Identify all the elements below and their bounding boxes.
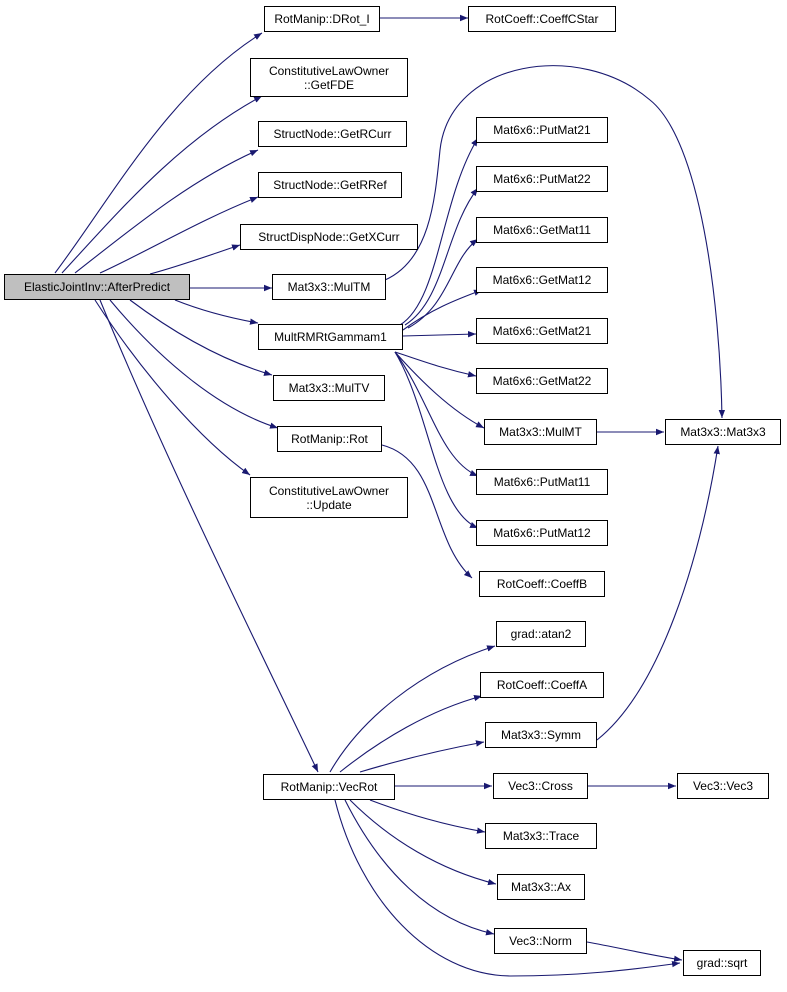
edge-vecrot-coeffa [339,694,483,773]
edge-multrmrt-getmat21 [402,331,477,338]
edge-vecrot-trace [369,799,486,834]
edge-root-update [94,299,251,476]
node-label: Mat6x6::PutMat11 [493,475,591,489]
edge-multrmrt-putmat22 [404,187,479,326]
edge-vecrot-atan2 [329,645,496,773]
node-label: Mat6x6::GetMat21 [492,324,592,338]
edge-symm-mat3x3 [596,445,720,741]
node-vec3-norm[interactable]: Vec3::Norm [494,928,587,954]
node-label: Mat6x6::PutMat12 [493,526,591,540]
node-elasticjointinv-afterpredict[interactable]: ElasticJointInv::AfterPredict [4,274,190,300]
edge-multrmrt-putmat21 [399,137,479,326]
edge-root-getfde [61,95,263,274]
node-constitutivelawowner-update[interactable]: ConstitutiveLawOwner::Update [250,477,408,518]
node-label: Mat3x3::Symm [500,728,581,742]
edge-multrmrt-mulmt [394,351,485,429]
edge-norm-sqrt [586,941,683,962]
node-vec3-vec3[interactable]: Vec3::Vec3 [677,773,769,799]
edge-vecrot-sqrt [334,799,681,977]
node-mat3x3-symm[interactable]: Mat3x3::Symm [485,722,597,748]
node-rotmanip-drot[interactable]: RotManip::DRot_I [264,6,380,32]
node-mat3x3-mat3x3[interactable]: Mat3x3::Mat3x3 [665,419,781,445]
node-label: RotManip::Rot [291,432,368,446]
node-label: RotCoeff::CoeffCStar [485,12,599,26]
node-rotmanip-vecrot[interactable]: RotManip::VecRot [263,774,395,800]
edge-root-drot [54,32,263,274]
node-mat6x6-getmat22[interactable]: Mat6x6::GetMat22 [476,368,608,394]
node-label: Vec3::Vec3 [692,779,754,793]
edge-root-multv [129,299,273,376]
node-label: Mat3x3::MulTM [287,280,371,294]
node-structnode-getrref[interactable]: StructNode::GetRRef [258,172,402,198]
node-mat3x3-mulmt[interactable]: Mat3x3::MulMT [484,419,597,445]
edge-root-multrmrt [174,299,259,325]
edge-vecrot-ax [349,799,497,886]
node-label: StructDispNode::GetXCurr [258,230,400,244]
node-mat6x6-getmat21[interactable]: Mat6x6::GetMat21 [476,318,608,344]
edge-root-getrref [99,196,259,274]
edge-multrmrt-getmat12 [402,289,483,331]
node-label: RotManip::VecRot [280,780,378,794]
node-mat6x6-getmat12[interactable]: Mat6x6::GetMat12 [476,267,608,293]
node-rotcoeff-coeffcstar[interactable]: RotCoeff::CoeffCStar [468,6,616,32]
node-mat3x3-multv[interactable]: Mat3x3::MulTV [273,375,385,401]
edge-vecrot-symm [359,740,485,773]
node-label: Mat3x3::Ax [510,880,572,894]
edge-root-vecrot [99,299,319,773]
node-label-line-2: ::Update [306,497,352,512]
node-rotcoeff-coeffa[interactable]: RotCoeff::CoeffA [480,672,604,698]
node-label: Mat6x6::PutMat21 [493,123,591,137]
node-structdispnode-getxcurr[interactable]: StructDispNode::GetXCurr [240,224,418,250]
node-mat6x6-putmat21[interactable]: Mat6x6::PutMat21 [476,117,608,143]
edge-vecrot-norm [344,799,495,936]
node-rotcoeff-coeffb[interactable]: RotCoeff::CoeffB [479,571,605,597]
node-label: RotManip::DRot_I [274,12,370,26]
node-mat6x6-getmat11[interactable]: Mat6x6::GetMat11 [476,217,608,243]
edge-multrmrt-putmat11 [394,351,479,477]
node-label: Mat6x6::PutMat22 [493,172,591,186]
node-mat6x6-putmat22[interactable]: Mat6x6::PutMat22 [476,166,608,192]
node-mat3x3-multm[interactable]: Mat3x3::MulTM [272,274,386,300]
node-label: Mat3x3::MulTV [288,381,370,395]
node-label: Vec3::Norm [509,934,572,948]
edge-root-rot [109,299,279,429]
node-label: grad::sqrt [696,956,748,970]
node-mat3x3-ax[interactable]: Mat3x3::Ax [497,874,585,900]
node-label: StructNode::GetRRef [273,178,387,192]
node-label: RotCoeff::CoeffB [496,577,588,591]
node-structnode-getrcurr[interactable]: StructNode::GetRCurr [258,121,407,147]
node-label: Vec3::Cross [508,779,573,793]
edge-rot-coeffb [381,444,473,579]
node-label: MultRMRtGammam1 [274,330,387,344]
node-vec3-cross[interactable]: Vec3::Cross [493,773,588,799]
node-constitutivelawowner-getfde[interactable]: ConstitutiveLawOwner::GetFDE [250,58,408,97]
node-label-line-1: ConstitutiveLawOwner [268,483,390,498]
edge-multrmrt-putmat12 [394,351,479,529]
edge-multm-mat3x3 [384,65,726,419]
node-label: grad::atan2 [510,627,572,641]
node-label: StructNode::GetRCurr [273,127,392,141]
node-mat6x6-putmat12[interactable]: Mat6x6::PutMat12 [476,520,608,546]
node-grad-sqrt[interactable]: grad::sqrt [683,950,761,976]
node-multrmrtgammam1[interactable]: MultRMRtGammam1 [258,324,403,350]
node-mat3x3-trace[interactable]: Mat3x3::Trace [485,823,597,849]
edge-multrmrt-getmat22 [394,351,477,378]
node-label-line-2: ::GetFDE [303,77,354,92]
node-label: Mat3x3::Trace [502,829,580,843]
edge-root-getxcurr [149,244,241,275]
node-label: Mat3x3::MulMT [499,425,582,439]
node-label: RotCoeff::CoeffA [496,678,588,692]
node-label: Mat6x6::GetMat12 [492,273,592,287]
node-grad-atan2[interactable]: grad::atan2 [496,621,586,647]
node-label: Mat3x3::Mat3x3 [680,425,766,439]
node-label-line-1: ConstitutiveLawOwner [268,63,390,78]
edge-multrmrt-getmat11 [407,238,479,329]
node-rotmanip-rot[interactable]: RotManip::Rot [277,426,382,452]
node-label: Mat6x6::GetMat22 [492,374,592,388]
node-label: Mat6x6::GetMat11 [493,223,591,237]
node-label: ElasticJointInv::AfterPredict [23,280,171,294]
node-mat6x6-putmat11[interactable]: Mat6x6::PutMat11 [476,469,608,495]
edge-root-getrcurr [74,149,259,274]
